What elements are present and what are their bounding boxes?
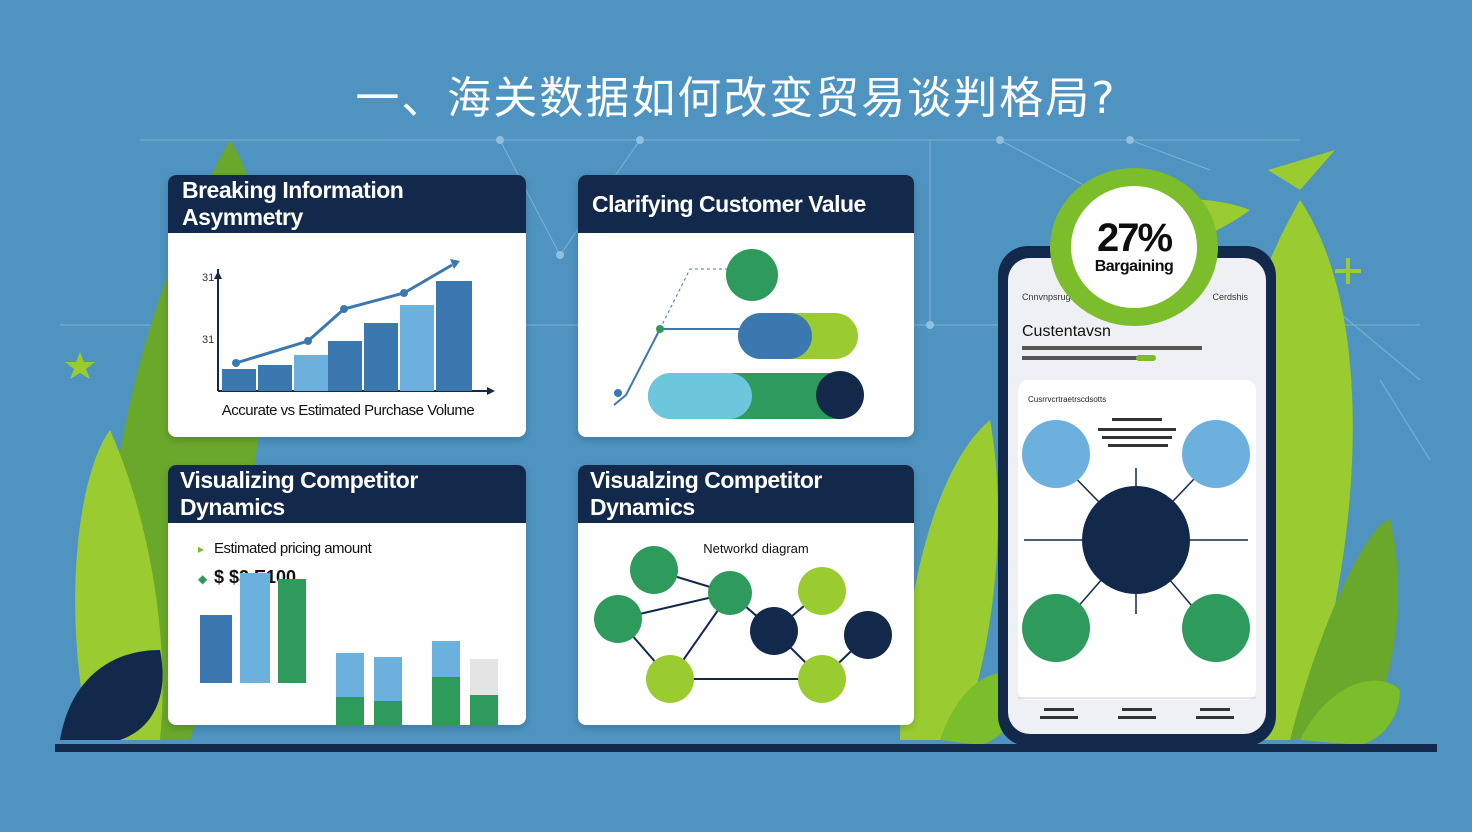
dollar-bullet-icon: ◆ (198, 572, 208, 586)
phone-content: Cnnvnpsrugs Cerdshis Custentavsn Cusrrvc… (1018, 292, 1256, 719)
network-node (594, 595, 642, 643)
card-header: Clarifying Customer Value (578, 175, 914, 233)
card-body (578, 233, 914, 437)
card-header: Breaking Information Asymmetry (168, 175, 526, 233)
ground-line (55, 744, 1437, 752)
phone-section-title: Cusrrvcrtraetrscdsotts (1028, 395, 1106, 404)
badge-value: 27% (1096, 216, 1173, 260)
card-competitor-dynamics-pricing: Visualizing Competitor Dynamics ▸ Estima… (168, 465, 526, 725)
bar (222, 369, 256, 391)
y-tick-mid: 31 (202, 334, 214, 346)
network-node (646, 655, 694, 703)
value-node (816, 371, 864, 419)
card-body: ▸ Estimated pricing amount ◆ $ $3,E100 (168, 523, 526, 725)
bar (436, 281, 472, 391)
chart-caption: Accurate vs Estimated Purchase Volume (222, 402, 475, 419)
bar (432, 677, 460, 725)
value-pill (738, 313, 812, 359)
network-node (708, 571, 752, 615)
network-diagram-label: Networkd diagram (703, 541, 809, 556)
customer-value-diagram (613, 249, 864, 419)
hub-node (1082, 486, 1190, 594)
card-competitor-dynamics-network: Visualzing Competitor Dynamics Networkd … (578, 465, 914, 725)
pricing-bar-chart: ▸ Estimated pricing amount ◆ $ $3,E100 (198, 540, 498, 725)
network-node (750, 607, 798, 655)
bar (328, 341, 362, 391)
card-body: 31 31 Accurate vs Estimated Purchase Vol… (168, 233, 526, 437)
phone-top-left: Cnnvnpsrugs (1022, 292, 1076, 302)
satellite-node (1022, 420, 1090, 488)
page-title: 一、海关数据如何改变贸易谈判格局? (355, 73, 1117, 124)
network-node (798, 655, 846, 703)
bar (278, 579, 306, 683)
satellite-node (1182, 594, 1250, 662)
bar (470, 695, 498, 725)
bullet-icon: ▸ (198, 542, 204, 556)
satellite-node (1022, 594, 1090, 662)
satellite-node (1182, 420, 1250, 488)
bar (374, 701, 402, 725)
card-header: Visualizing Competitor Dynamics (168, 465, 526, 523)
bar (200, 615, 232, 683)
bar (336, 697, 364, 725)
card-customer-value: Clarifying Customer Value (578, 175, 914, 437)
network-node (844, 611, 892, 659)
bar-line-chart: 31 31 Accurate vs Estimated Purchase Vol… (202, 259, 495, 419)
network-diagram: Networkd diagram (594, 541, 892, 703)
smartphone-mockup: Cnnvnpsrugs Cerdshis Custentavsn Cusrrvc… (998, 246, 1276, 746)
value-node (726, 249, 778, 301)
bar (240, 573, 270, 683)
network-node (798, 567, 846, 615)
bar (294, 355, 328, 391)
pricing-label: Estimated pricing amount (214, 540, 373, 557)
badge-label: Bargaining (1094, 258, 1174, 275)
phone-screen: Cnnvnpsrugs Cerdshis Custentavsn Cusrrvc… (1008, 258, 1266, 734)
bargaining-badge: 27% Bargaining (1050, 168, 1218, 326)
phone-top-right: Cerdshis (1212, 292, 1248, 302)
bar (400, 305, 434, 391)
card-header: Visualzing Competitor Dynamics (578, 465, 914, 523)
badge-inner: 27% Bargaining (1071, 186, 1197, 308)
bar (258, 365, 292, 391)
card-body: Networkd diagram (578, 523, 914, 725)
phone-screen-title: Custentavsn (1022, 323, 1111, 340)
network-node (630, 546, 678, 594)
card-information-asymmetry: Breaking Information Asymmetry 31 31 Acc… (168, 175, 526, 437)
y-tick-top: 31 (202, 272, 214, 284)
value-pill (648, 373, 752, 419)
bar (364, 323, 398, 391)
